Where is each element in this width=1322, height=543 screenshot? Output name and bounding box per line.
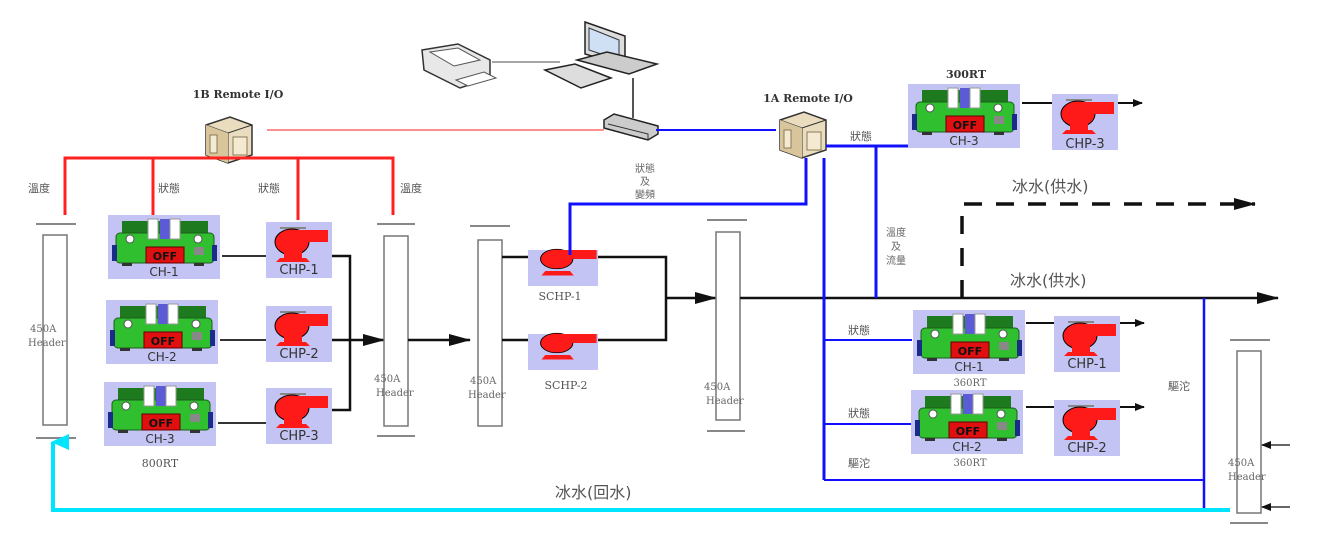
svg-text:OFF: OFF <box>153 250 177 263</box>
svg-text:Header: Header <box>376 388 414 399</box>
chiller-right-ch2[interactable]: OFF CH-2 <box>910 389 1024 455</box>
network-switch-icon <box>603 113 659 141</box>
label-status-vfd-1: 狀態 <box>635 162 655 175</box>
label-temp-flow-2: 及 <box>891 241 901 253</box>
label-status-vfd-2: 及 <box>640 176 650 188</box>
chiller-right-ch1[interactable]: OFF CH-1 <box>912 309 1026 375</box>
pipe-collector-left <box>332 254 385 412</box>
signal-tree-1a <box>568 144 1206 510</box>
label-temp-flow-3: 流量 <box>886 254 906 267</box>
svg-text:OFF: OFF <box>953 119 977 132</box>
signal-tree-1b <box>63 156 395 220</box>
pump-schp1-label: SCHP-1 <box>538 290 581 303</box>
pump-schp1[interactable] <box>528 248 598 286</box>
svg-text:Header: Header <box>1228 472 1266 483</box>
label-temp-2: 溫度 <box>400 181 422 195</box>
pump-right-chp1[interactable]: CHP-1 <box>1053 315 1121 373</box>
svg-text:CHP-1: CHP-1 <box>279 263 318 278</box>
label-chilled-supply-main: 冰水(供水) <box>1010 271 1087 290</box>
svg-text:OFF: OFF <box>958 345 982 358</box>
svg-text:CHP-2: CHP-2 <box>1067 441 1106 456</box>
svg-text:CH-3: CH-3 <box>145 432 174 446</box>
svg-text:CHP-2: CHP-2 <box>279 347 318 362</box>
svg-text:450A: 450A <box>30 324 57 335</box>
label-status-ch1: 狀態 <box>158 181 180 195</box>
computer-icon <box>542 20 660 89</box>
svg-text:CH-2: CH-2 <box>952 440 981 454</box>
chiller-left-1[interactable]: OFF CH-1 <box>107 214 221 280</box>
chiller-left-2[interactable]: OFF CH-2 <box>105 299 219 365</box>
svg-text:CH-3: CH-3 <box>949 134 978 148</box>
svg-text:Header: Header <box>706 396 744 407</box>
svg-text:450A: 450A <box>704 382 731 393</box>
label-status-ch3-right: 狀態 <box>850 129 872 143</box>
remote-io-1b-icon <box>205 116 253 164</box>
label-temp-flow-1: 溫度 <box>886 226 906 239</box>
header-3: 450A Header <box>468 225 510 427</box>
pump-right-chp3[interactable]: CHP-3 <box>1051 93 1119 152</box>
label-temp-1: 溫度 <box>28 181 50 195</box>
label-status-ch1-right: 狀態 <box>848 323 870 337</box>
pump-schp2-label: SCHP-2 <box>544 379 587 392</box>
svg-text:Header: Header <box>28 338 66 349</box>
label-drive-right: 驅沱 <box>1168 379 1190 393</box>
pump-right-chp2[interactable]: CHP-2 <box>1053 399 1121 457</box>
label-drive-bottom: 驅沱 <box>848 456 870 470</box>
chiller-right-ch2-capacity: 360RT <box>953 458 986 469</box>
label-chilled-return: 冰水(回水) <box>555 483 632 502</box>
svg-text:OFF: OFF <box>151 335 175 348</box>
printer-icon <box>421 43 498 89</box>
svg-text:CHP-1: CHP-1 <box>1067 357 1106 372</box>
label-status-chp1: 狀態 <box>258 181 280 195</box>
svg-text:OFF: OFF <box>149 417 173 430</box>
svg-text:Header: Header <box>468 390 506 401</box>
svg-text:OFF: OFF <box>956 425 980 438</box>
label-status-vfd-3: 變頻 <box>635 188 655 201</box>
svg-text:450A: 450A <box>470 376 497 387</box>
label-status-ch2-right: 狀態 <box>848 406 870 420</box>
header-2: 450A Header <box>374 223 415 437</box>
pipes-secondary <box>502 255 717 342</box>
svg-text:CHP-3: CHP-3 <box>279 429 318 444</box>
remote-io-1b-label: 1B Remote I/O <box>193 88 284 101</box>
pipe-dashed-supply <box>960 198 1256 298</box>
header-4: 450A Header <box>704 219 747 432</box>
header-1: 450A Header <box>28 223 76 439</box>
chiller-right-ch3[interactable]: OFF CH-3 <box>907 83 1021 149</box>
label-chilled-supply-dashed: 冰水(供水) <box>1012 177 1089 196</box>
chiller-right-ch3-capacity: 300RT <box>946 68 987 81</box>
svg-text:CH-2: CH-2 <box>147 350 176 364</box>
chiller-left-3[interactable]: OFF CH-3 <box>103 381 217 447</box>
svg-text:CHP-3: CHP-3 <box>1065 137 1104 152</box>
svg-text:CH-1: CH-1 <box>954 360 983 374</box>
remote-io-1a-label: 1A Remote I/O <box>763 92 853 105</box>
pump-schp2[interactable] <box>528 332 598 370</box>
remote-io-1a-icon <box>779 111 827 159</box>
svg-text:CH-1: CH-1 <box>149 265 178 279</box>
pipes-chiller-pump-left <box>218 255 268 424</box>
svg-text:450A: 450A <box>1228 458 1255 469</box>
svg-text:450A: 450A <box>374 374 401 385</box>
left-plant-capacity: 800RT <box>142 457 179 470</box>
pipe-return-water <box>51 434 1230 512</box>
pump-left-chp1[interactable]: CHP-1 <box>265 221 333 279</box>
header-5: 450A Header <box>1228 339 1290 524</box>
chiller-right-ch1-capacity: 360RT <box>953 378 986 389</box>
pump-left-chp3[interactable]: CHP-3 <box>265 387 333 445</box>
pump-left-chp2[interactable]: CHP-2 <box>265 305 333 363</box>
